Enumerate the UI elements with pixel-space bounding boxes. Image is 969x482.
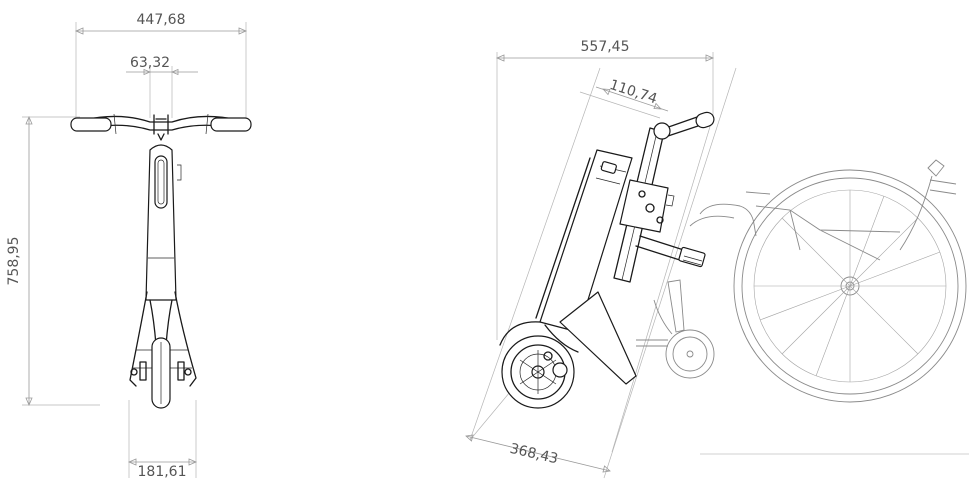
construction-lines	[469, 67, 737, 479]
wheelchair-rear-wheel	[733, 169, 967, 403]
mount-clip	[678, 246, 706, 268]
handbike-front	[70, 113, 252, 409]
wheelchair-frame	[745, 191, 901, 261]
wheel-spokes	[754, 190, 946, 382]
wheelchair	[636, 159, 969, 455]
dimension-base-length: 368,43	[465, 434, 611, 473]
dimension-label-base-length: 368,43	[508, 441, 559, 468]
dimension-handle-offset: 110,74	[579, 77, 669, 119]
main-column	[145, 144, 177, 301]
mudguard	[499, 321, 541, 346]
dimension-label-handle-offset: 110,74	[607, 77, 659, 107]
dimension-handlebar-width: 447,68	[74, 12, 248, 118]
dimension-height: 758,95	[6, 115, 100, 407]
base-foot	[559, 291, 637, 385]
dimension-stem-width: 63,32	[126, 55, 198, 118]
battery-slot	[154, 155, 168, 209]
dimension-label-base-width: 181,61	[138, 464, 187, 480]
side-view: 557,45 110,74 368,43	[465, 39, 969, 479]
wheelchair-backrest	[927, 159, 957, 195]
dimension-label-height: 758,95	[6, 237, 22, 286]
front-view: 447,68 63,32 758,95 181,61	[6, 12, 252, 480]
dimension-base-width: 181,61	[127, 400, 198, 480]
dimension-label-overall-length: 557,45	[581, 39, 630, 55]
right-grip	[210, 117, 252, 132]
dimension-overall-length: 557,45	[495, 39, 715, 340]
handbike-side	[499, 111, 715, 409]
handlebar	[83, 115, 239, 123]
base-legs	[129, 291, 197, 387]
left-grip	[70, 117, 112, 132]
wheelchair-caster	[665, 329, 715, 379]
clamp-block	[619, 179, 669, 233]
dimension-label-handlebar-width: 447,68	[137, 12, 186, 28]
dimension-label-stem-width: 63,32	[130, 55, 170, 71]
